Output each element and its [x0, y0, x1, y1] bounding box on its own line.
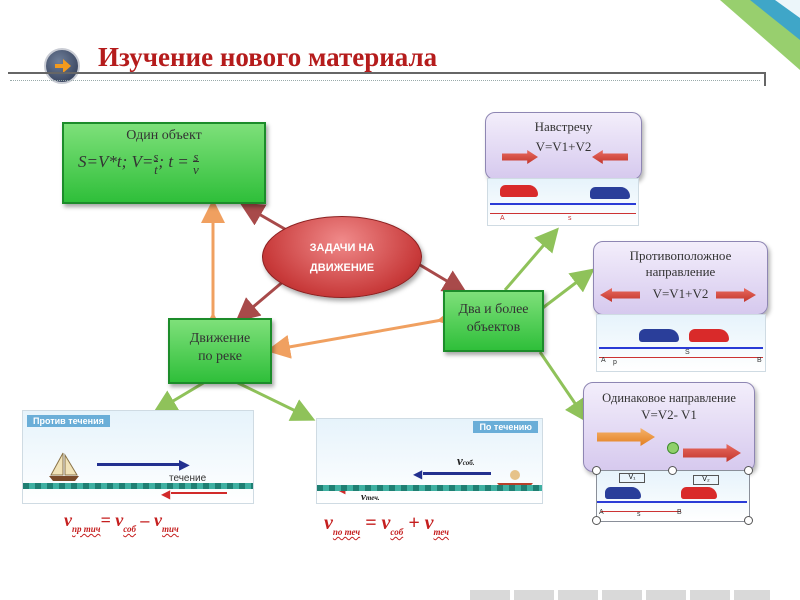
against-current-picture: Против течения ▶ течение ◀	[22, 410, 254, 504]
towards-label-a: A	[500, 215, 505, 222]
arrow-center-to-one	[239, 202, 291, 234]
sea-waves	[23, 483, 253, 489]
towards-picture: A s	[487, 178, 639, 226]
same-label-v1: V₁	[619, 473, 645, 483]
resize-handle-icon[interactable]	[744, 466, 753, 475]
same-label-b: B	[677, 509, 682, 516]
blue-car-icon	[605, 487, 641, 499]
opposite-title-line2: направление	[645, 264, 716, 279]
same-direction-title: Одинаковое направление	[602, 391, 736, 405]
arrow-center-to-river	[235, 278, 286, 322]
sea-waves	[317, 485, 542, 491]
arrow-two-river	[266, 305, 462, 359]
corner-decoration	[720, 0, 800, 70]
with-current-picture: По течению vсоб. ◀ ◀ vтеч.	[316, 418, 543, 504]
ship-direction-arrow-icon: ▶	[179, 458, 190, 473]
same-orange-arrow-icon	[597, 428, 655, 446]
opposite-label-a: A	[601, 357, 606, 364]
same-distance-line	[601, 511, 681, 512]
same-label-a: A	[599, 509, 604, 516]
arrow-two-opposite	[539, 268, 595, 312]
towards-box: Навстречу V=V1+V2	[485, 112, 642, 180]
header-dotted-line	[10, 80, 760, 81]
same-direction-formula: V=V2- V1	[641, 407, 697, 422]
boat-direction-arrow-icon: ◀	[413, 467, 423, 481]
two-objects-line2: объектов	[466, 320, 521, 335]
page-title: Изучение нового материала	[98, 42, 438, 72]
resize-handle-icon[interactable]	[668, 466, 677, 475]
current-line	[171, 492, 227, 494]
arrow-river-against	[152, 380, 206, 414]
blue-car-icon	[639, 329, 679, 342]
arrow-bullet-icon	[44, 48, 80, 84]
with-current-formula: vпо теч = vсоб + vтеч	[324, 512, 449, 537]
towards-distance-line	[490, 213, 636, 214]
opposite-picture: A р S B	[596, 314, 766, 372]
towards-formula: V=V1+V2	[535, 139, 592, 154]
opposite-label-p: р	[613, 359, 617, 366]
towards-right-arrow-icon	[502, 150, 538, 164]
two-objects-line1: Два и более	[458, 302, 529, 317]
opposite-left-arrow-icon	[600, 288, 640, 302]
same-label-v2: V₂	[693, 475, 719, 485]
opposite-label-s: S	[685, 349, 690, 356]
towards-left-arrow-icon	[592, 150, 628, 164]
red-car-icon	[500, 185, 538, 197]
arrow-two-towards	[503, 227, 559, 291]
rotate-handle-icon[interactable]	[667, 442, 679, 454]
opposite-title-line1: Противоположное	[629, 248, 732, 263]
resize-handle-icon[interactable]	[744, 516, 753, 525]
resize-handle-icon[interactable]	[592, 466, 601, 475]
boat-direction-line	[423, 472, 491, 475]
opposite-right-arrow-icon	[716, 288, 756, 302]
center-label-line1: ЗАДАЧИ НА	[309, 242, 375, 254]
center-label-line2: ДВИЖЕНИЕ	[309, 262, 375, 274]
one-object-title: Один объект	[126, 128, 202, 143]
resize-handle-icon[interactable]	[592, 516, 601, 525]
river-line1: Движение	[189, 331, 251, 346]
river-line2: по реке	[198, 349, 242, 364]
v-sob-label: vсоб.	[457, 453, 475, 468]
river-box: Движение по реке	[168, 318, 272, 384]
red-car-icon	[689, 329, 729, 342]
v-tech-label: vтеч.	[361, 491, 380, 503]
opposite-distance-line	[599, 357, 763, 358]
blue-car-icon	[590, 187, 630, 199]
opposite-box: Противоположное направление V=V1+V2	[593, 241, 768, 315]
header-rule	[8, 72, 766, 86]
opposite-road	[599, 347, 763, 349]
towards-title: Навстречу	[534, 119, 593, 134]
against-current-label: Против течения	[27, 415, 110, 427]
arrow-center-to-two	[414, 260, 468, 294]
arrow-two-same	[538, 351, 589, 423]
same-red-arrow-icon	[683, 444, 741, 462]
ship-direction-line	[97, 463, 183, 466]
arrow-river-with	[235, 380, 316, 421]
current-text: течение	[169, 473, 207, 484]
red-car-icon	[681, 487, 717, 499]
towards-road	[490, 203, 636, 205]
same-label-s: s	[637, 511, 641, 518]
two-objects-box: Два и более объектов	[443, 290, 544, 352]
against-current-formula: vпр тич= vсоб – vтич	[64, 510, 179, 534]
towards-label-s: s	[568, 215, 572, 222]
same-road	[597, 501, 747, 503]
opposite-label-b: B	[757, 357, 762, 364]
current-arrow-icon: ◀	[161, 487, 171, 501]
with-current-label: По течению	[473, 421, 538, 433]
opposite-formula: V=V1+V2	[652, 286, 709, 301]
footer-decoration	[470, 590, 770, 600]
ship-icon	[47, 451, 81, 483]
center-ellipse: ЗАДАЧИ НА ДВИЖЕНИЕ	[262, 216, 422, 298]
same-direction-picture[interactable]: V₁ V₂ A s B	[596, 470, 750, 522]
